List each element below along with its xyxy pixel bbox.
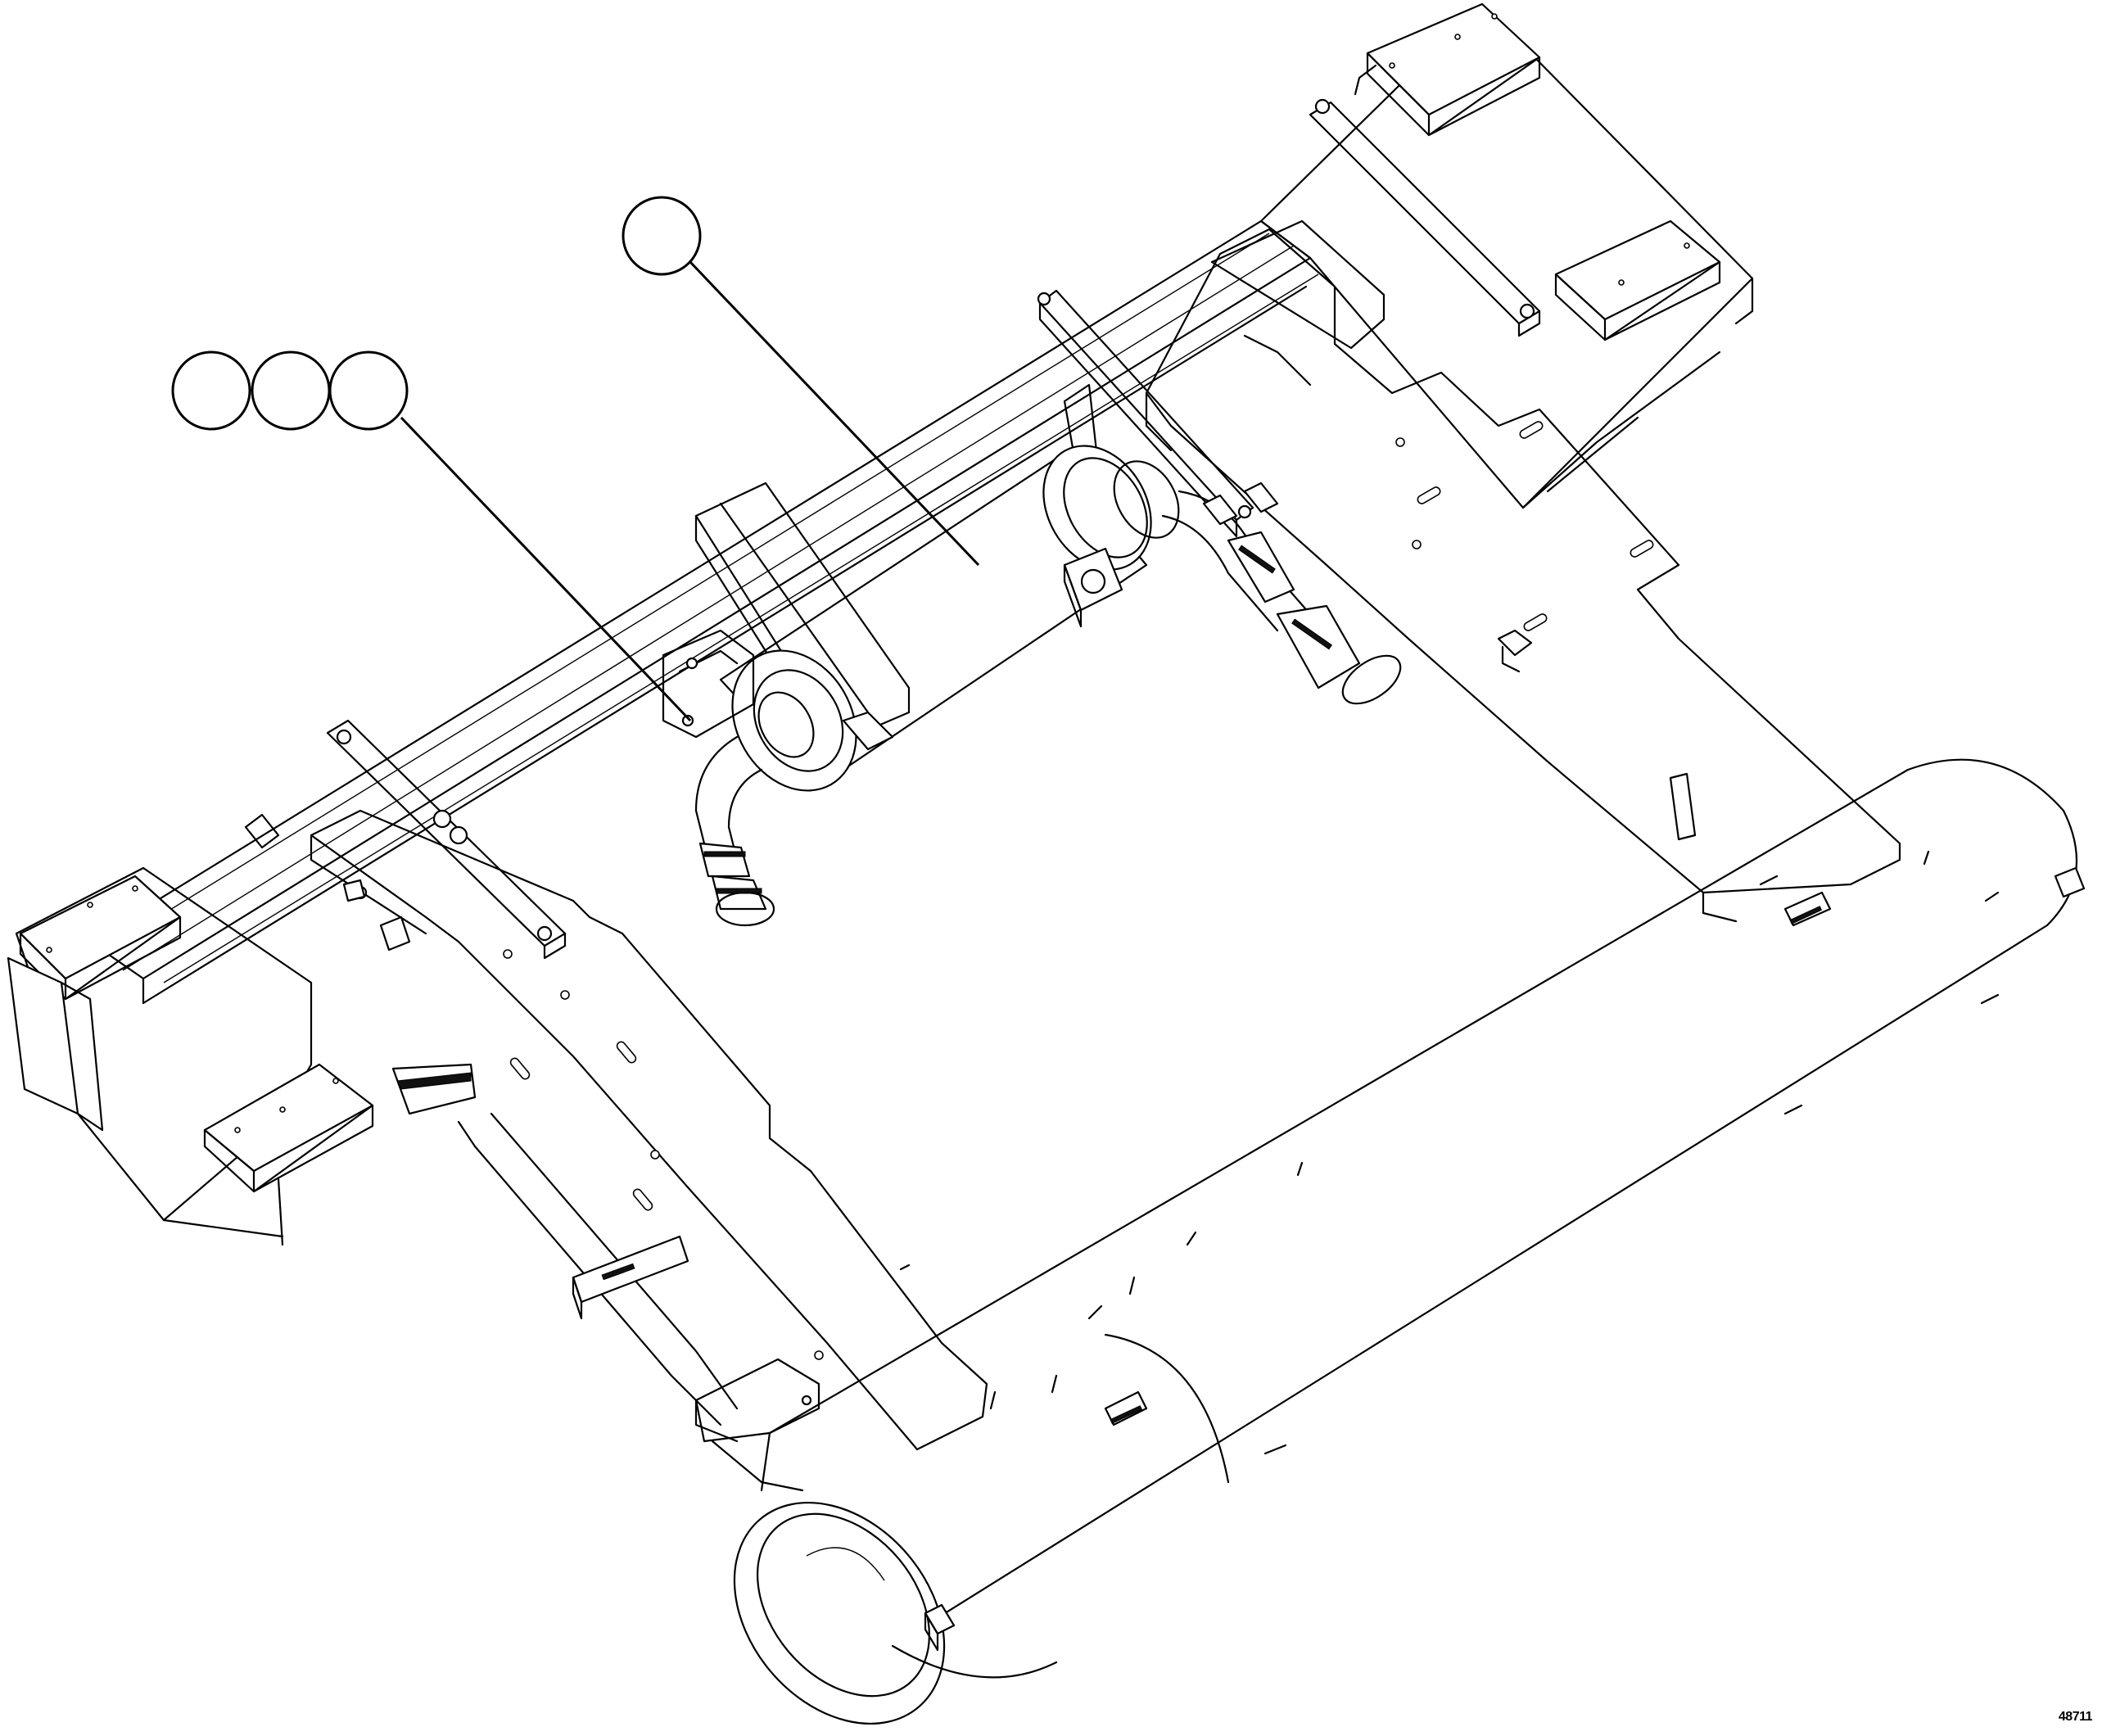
- top-right-mount-plate: [1259, 2, 1754, 509]
- inlet-mounting-bracket: [662, 629, 894, 751]
- right-side-member: [1145, 228, 1901, 923]
- callout-group-clamp: [171, 350, 692, 722]
- muffler-cylinder: [719, 445, 1180, 788]
- lower-left-hanger: [457, 1112, 820, 1492]
- left-mount-plate: [7, 866, 477, 1246]
- rear-frame-rail: [88, 219, 1319, 1005]
- callout-bubble: [328, 350, 409, 431]
- center-cross-bracket-right: [1037, 219, 1386, 538]
- muffler-outlet-pipe: [1161, 481, 1402, 705]
- top-right-strap: [1309, 64, 1541, 337]
- figure-number: 48711: [2058, 1710, 2093, 1724]
- callout-group-muffler: [622, 196, 980, 567]
- callout-bubble: [622, 196, 702, 276]
- left-strap: [326, 719, 567, 960]
- left-side-member: [310, 809, 988, 1451]
- callout-bubble: [171, 350, 251, 431]
- muffler-inlet-elbow: [694, 649, 857, 927]
- front-muffler-tube: [733, 758, 2086, 1725]
- left-member-brackets: [244, 813, 411, 952]
- callout-bubble: [251, 350, 331, 431]
